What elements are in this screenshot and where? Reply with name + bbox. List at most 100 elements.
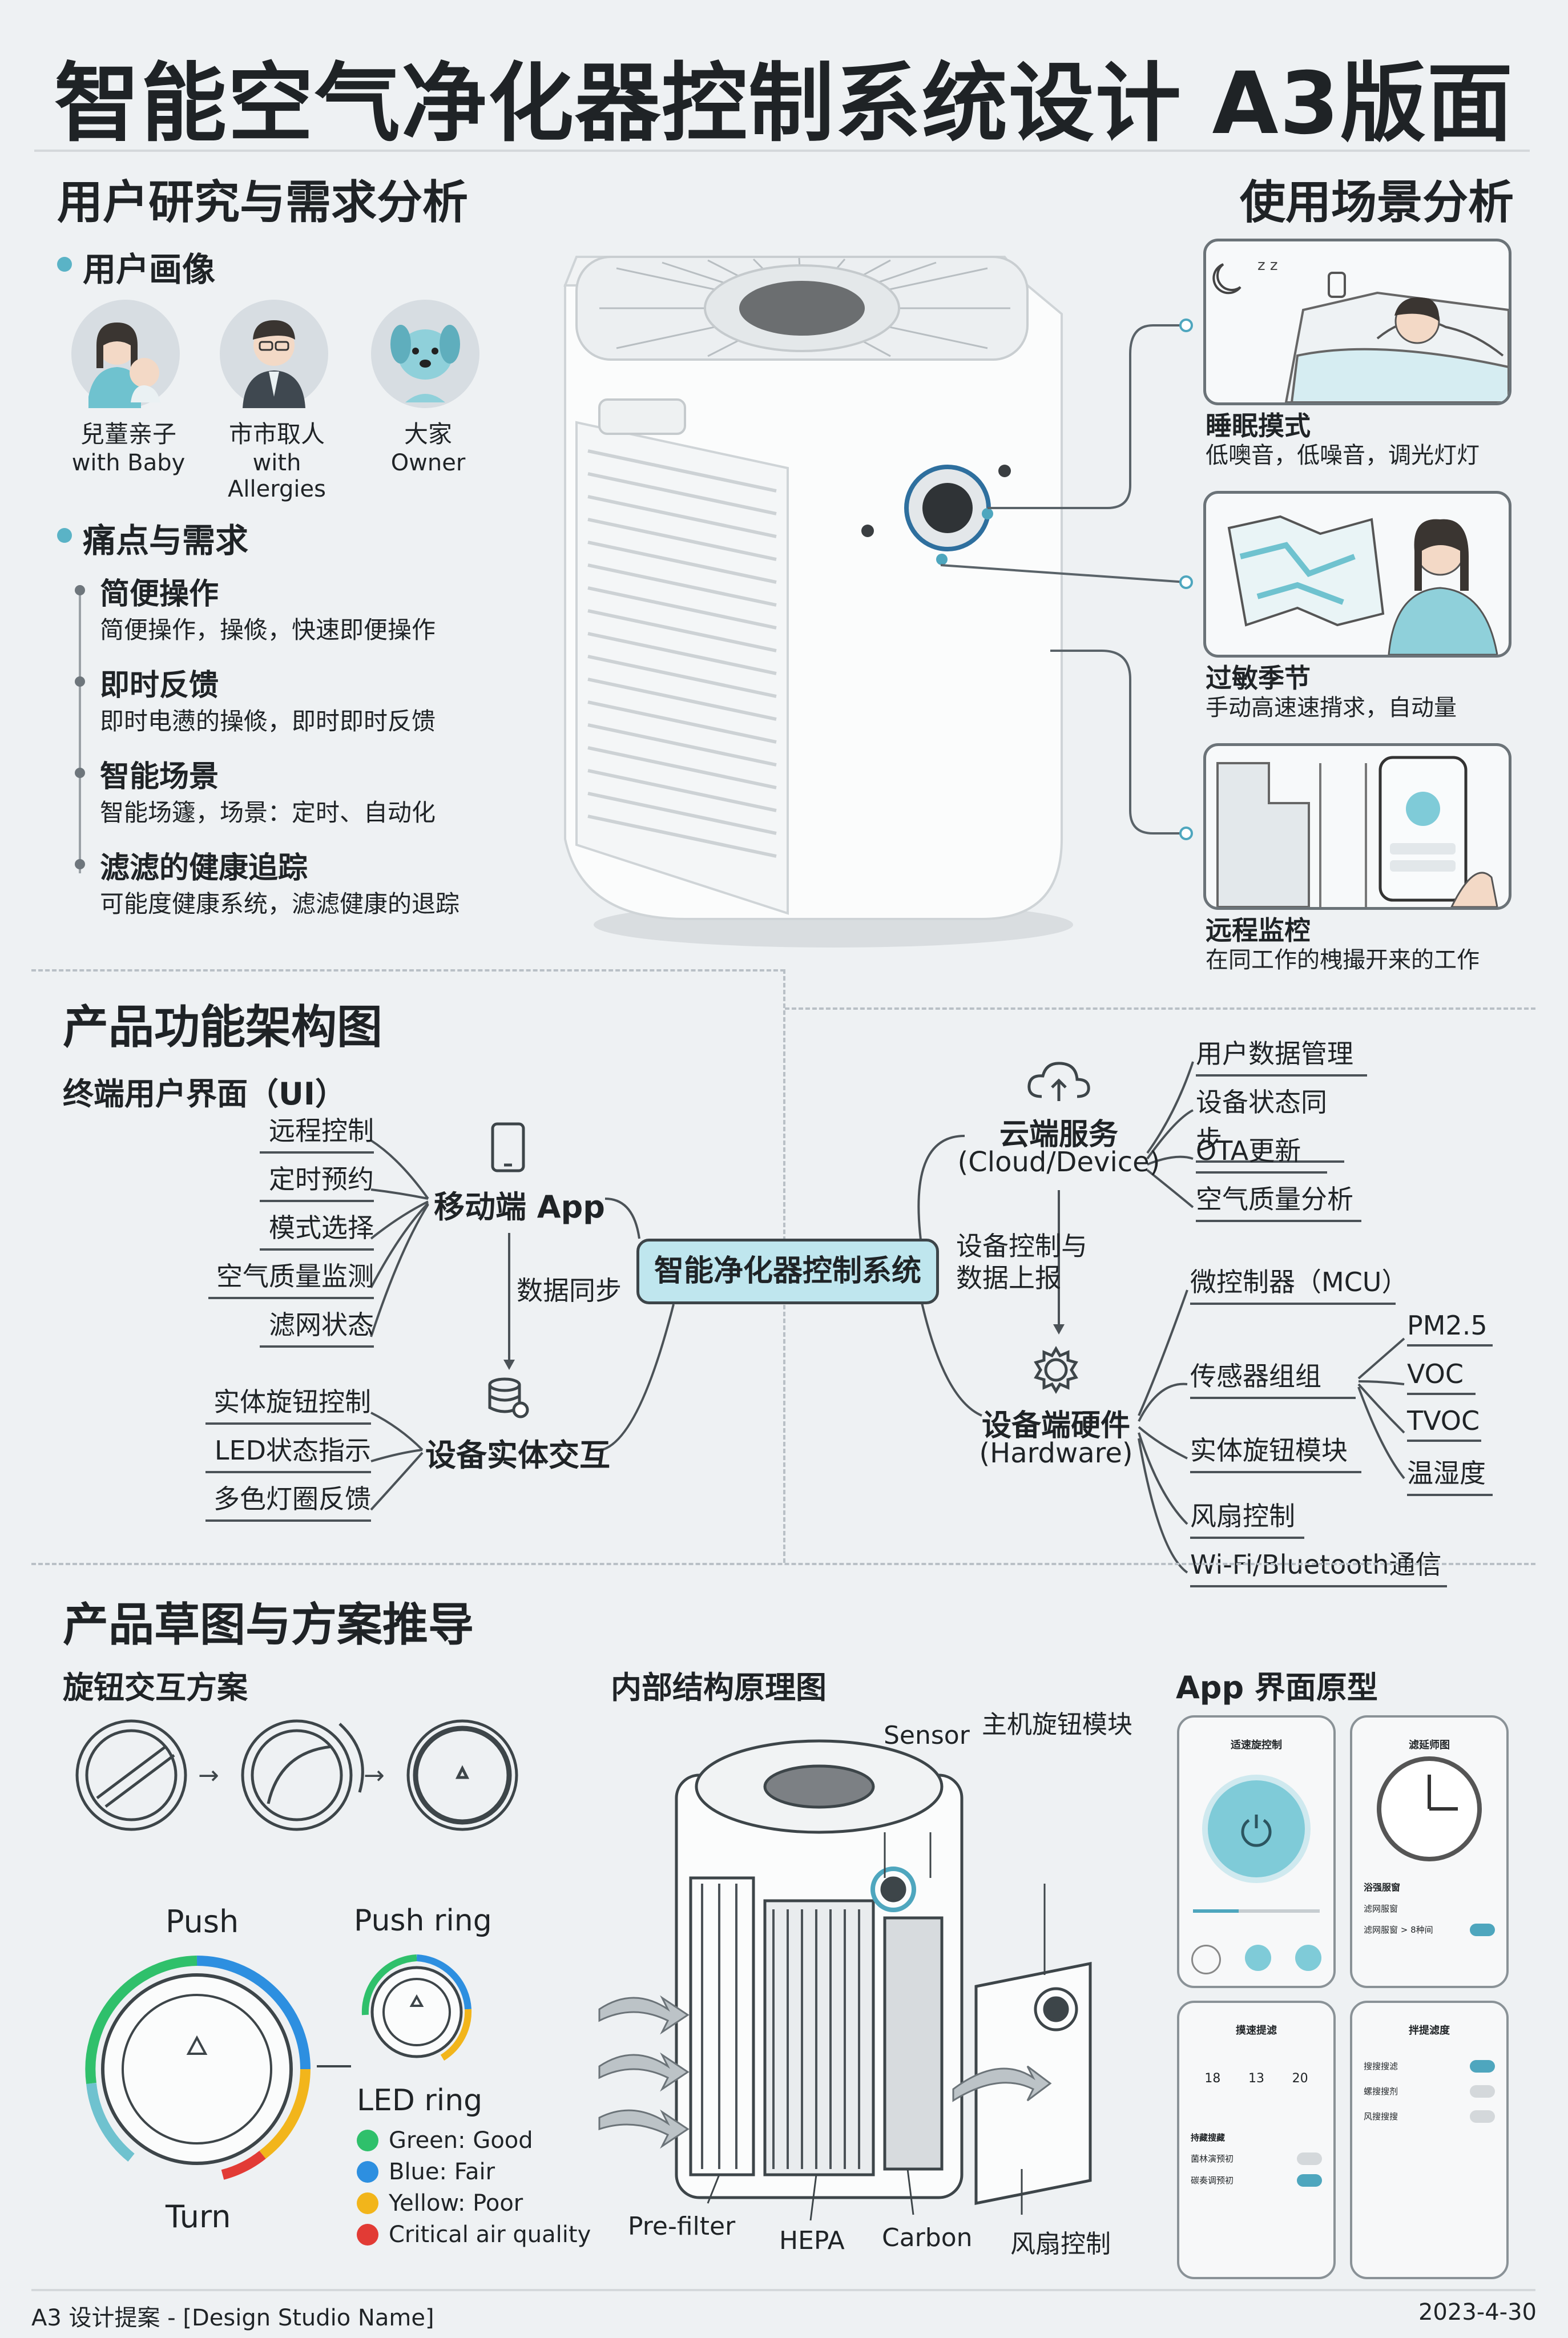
scene-sleep-illustration: z z xyxy=(1203,239,1511,405)
power-button[interactable] xyxy=(1202,1775,1311,1883)
power-small-icon[interactable] xyxy=(1245,1945,1271,1971)
legend-swatch-yellow xyxy=(357,2192,378,2214)
scene-remote-illustration xyxy=(1203,743,1511,910)
persona-sub: with Baby xyxy=(71,450,186,476)
persona-dog-avatar xyxy=(371,300,479,408)
need-title: 即时反馈 xyxy=(100,668,219,703)
setting-row: 风搜搜搜 xyxy=(1364,2110,1495,2123)
legend-item: Blue: Fair xyxy=(357,2156,591,2187)
speed-slider[interactable] xyxy=(1193,1909,1320,1913)
hardware-mcu: 微控制器（MCU） xyxy=(1190,1261,1408,1305)
setting-label: 风搜搜搜 xyxy=(1364,2111,1398,2122)
research-title: 用户研究与需求分析 xyxy=(57,176,468,229)
persona-name: 市市取人 xyxy=(228,420,325,448)
cloud-item: 用户数据管理 xyxy=(1196,1033,1367,1077)
setting-label: 搜搜搜滤 xyxy=(1364,2061,1398,2071)
fan-icon[interactable] xyxy=(1295,1945,1321,1971)
setting-toggle[interactable] xyxy=(1470,2085,1495,2098)
hardware-node-sub: (Hardware) xyxy=(979,1437,1133,1469)
cloud-upload-icon xyxy=(1027,1062,1090,1101)
app-screen-settings: 拌提滤度 搜搜搜滤 螺搜搜剂 风搜搜搜 xyxy=(1350,2001,1509,2279)
smartphone-icon xyxy=(491,1122,525,1172)
speed-slider-fill xyxy=(1193,1909,1239,1913)
close-icon[interactable] xyxy=(1191,1945,1221,1974)
air-purifier-render xyxy=(563,256,1073,948)
architecture-title: 产品功能架构图 xyxy=(63,1001,382,1054)
knob-scheme-title: 旋钮交互方案 xyxy=(63,1670,248,1706)
scene-allergy-illustration xyxy=(1203,491,1511,658)
timer-toggle[interactable] xyxy=(1470,1924,1495,1936)
scene-desc: 在同工作的栧撮开来的工作 xyxy=(1206,947,1480,973)
need-title: 智能场景 xyxy=(100,760,219,794)
setting-label: 螺搜搜剂 xyxy=(1364,2086,1398,2097)
hardware-knob: 实体旋钮模块 xyxy=(1190,1430,1361,1473)
turn-label: Turn xyxy=(166,2199,231,2235)
svg-text:z z: z z xyxy=(1257,257,1278,274)
internal-structure-title: 内部结构原理图 xyxy=(611,1670,827,1706)
carbon-label: Carbon xyxy=(882,2223,973,2252)
prefilter-label: Pre-filter xyxy=(628,2212,736,2241)
persona-card: 市市取人 with Allergies xyxy=(220,300,334,502)
persona-sub: with Allergies xyxy=(228,450,326,502)
physical-node: 设备实体交互 xyxy=(425,1437,610,1473)
screen-title: 适速旋控制 xyxy=(1231,1739,1282,1751)
legend-item: Yellow: Poor xyxy=(357,2187,591,2219)
knob-sequence-sketch: →→ xyxy=(75,1719,518,1831)
gear-icon xyxy=(1034,1346,1078,1394)
schedule-toggle[interactable] xyxy=(1297,2174,1322,2187)
legend-swatch-red xyxy=(357,2223,378,2246)
need-dot xyxy=(75,768,85,778)
app-item: 滤网状态 xyxy=(260,1304,374,1348)
led-ring-title: LED ring xyxy=(357,2083,483,2118)
needs-timeline xyxy=(79,588,81,873)
timer-toggle-row: 滤网服窗 > 8种间 xyxy=(1364,1924,1506,1936)
power-icon xyxy=(1241,1815,1272,1847)
physical-item: 多色灯圈反馈 xyxy=(205,1478,371,1522)
setting-row: 螺搜搜剂 xyxy=(1364,2085,1495,2098)
persona-card: 兒蕫亲子 with Baby xyxy=(71,300,186,476)
sketch-title: 产品草图与方案推导 xyxy=(63,1598,474,1651)
physical-item: LED状态指示 xyxy=(205,1430,371,1473)
knob-module-label: 主机旋钮模块 xyxy=(982,1710,1132,1739)
svg-text:→: → xyxy=(364,1761,385,1790)
connector-line xyxy=(317,2065,351,2067)
legend-item: Green: Good xyxy=(357,2125,591,2156)
cloud-item: 空气质量分析 xyxy=(1196,1179,1361,1222)
screen-title: 摸速提滤 xyxy=(1236,2025,1277,2037)
setting-toggle[interactable] xyxy=(1470,2060,1495,2073)
poster-title: 智能空气净化器控制系统设计 xyxy=(54,54,1183,154)
header-divider xyxy=(34,150,1530,152)
legend-label: Green: Good xyxy=(389,2127,533,2154)
footer-date: 2023-4-30 xyxy=(1418,2299,1537,2325)
need-title: 简便操作 xyxy=(100,577,219,611)
ui-title: 终端用户界面（UI） xyxy=(63,1076,346,1112)
setting-toggle[interactable] xyxy=(1470,2110,1495,2123)
legend-item: Critical air quality xyxy=(357,2219,591,2250)
legend-label: Critical air quality xyxy=(389,2221,591,2248)
app-node: 移动端 App xyxy=(434,1189,605,1225)
personas-bullet xyxy=(57,257,72,272)
cloud-item: 设备状态同步 xyxy=(1196,1082,1344,1163)
report-label: 设备控制与 数据上报 xyxy=(956,1230,1087,1294)
footer-credit: A3 设计提案 - [Design Studio Name] xyxy=(31,2305,434,2331)
footer-divider xyxy=(31,2289,1535,2291)
persona-card: 大家 Owner xyxy=(371,300,485,476)
sensor-item: 温湿度 xyxy=(1407,1453,1493,1496)
report-label-line: 设备控制与 xyxy=(956,1231,1087,1261)
database-gear-icon xyxy=(488,1377,529,1418)
section-divider xyxy=(31,1563,1535,1565)
legend-label: Yellow: Poor xyxy=(389,2190,523,2216)
needs-bullet xyxy=(57,528,72,543)
sensor-item: PM2.5 xyxy=(1407,1310,1493,1347)
hardware-wifi: Wi-Fi/Bluetooth通信 xyxy=(1190,1544,1447,1587)
schedule-toggle[interactable] xyxy=(1297,2152,1322,2165)
svg-text:→: → xyxy=(198,1761,219,1790)
legend-label: Blue: Fair xyxy=(389,2158,495,2185)
date-picker[interactable]: 18 13 20 xyxy=(1191,2071,1322,2086)
scene-desc: 低噢音，低噪音，调光灯灯 xyxy=(1206,442,1480,469)
app-item: 空气质量监测 xyxy=(208,1256,374,1299)
app-screen-schedule: 摸速提滤 18 13 20 持藏搜藏 菌林演预初 碳奏调预初 xyxy=(1177,2001,1336,2279)
need-desc: 简便操作，操倐，快速即便操作 xyxy=(100,616,436,644)
app-item: 远程控制 xyxy=(260,1110,374,1154)
push-ring-label: Push ring xyxy=(354,1904,492,1938)
